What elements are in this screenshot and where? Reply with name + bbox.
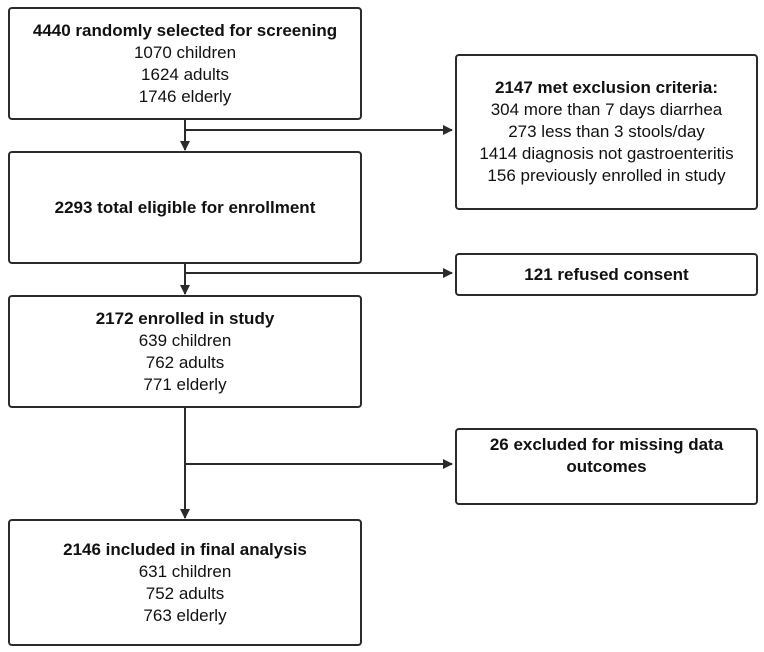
eligible-box: 2293 total eligible for enrollment bbox=[8, 151, 362, 264]
refused-box: 121 refused consent bbox=[455, 253, 758, 296]
screening-box: 4440 randomly selected for screening 107… bbox=[8, 7, 362, 120]
enrolled-title: 2172 enrolled in study bbox=[95, 308, 275, 328]
enrolled-children: 639 children bbox=[138, 330, 232, 350]
eligible-title: 2293 total eligible for enrollment bbox=[54, 197, 316, 217]
screening-adults: 1624 adults bbox=[141, 64, 229, 84]
screening-elderly: 1746 elderly bbox=[138, 86, 232, 106]
enrolled-elderly: 771 elderly bbox=[143, 374, 227, 394]
screening-children: 1070 children bbox=[133, 42, 237, 62]
exclusion-stools: 273 less than 3 stools/day bbox=[508, 122, 705, 141]
exclusion-diarrhea: 304 more than 7 days diarrhea bbox=[490, 100, 723, 119]
screening-title: 4440 randomly selected for screening bbox=[32, 20, 338, 40]
exclusion-previously-enrolled: 156 previously enrolled in study bbox=[487, 166, 726, 185]
enrolled-box: 2172 enrolled in study 639 children 762 … bbox=[8, 295, 362, 408]
final-analysis-box: 2146 included in final analysis 631 chil… bbox=[8, 519, 362, 646]
exclusion-diagnosis: 1414 diagnosis not gastroenteritis bbox=[479, 144, 734, 163]
exclusion-box: 2147 met exclusion criteria: 304 more th… bbox=[455, 54, 758, 210]
missing-data-title: 26 excluded for missing data outcomes bbox=[489, 435, 724, 476]
final-children: 631 children bbox=[138, 561, 232, 581]
missing-data-box: 26 excluded for missing data outcomes bbox=[455, 428, 758, 505]
final-adults: 752 adults bbox=[145, 583, 225, 603]
refused-title: 121 refused consent bbox=[524, 264, 689, 284]
final-elderly: 763 elderly bbox=[143, 605, 227, 625]
final-analysis-title: 2146 included in final analysis bbox=[63, 539, 307, 559]
exclusion-title: 2147 met exclusion criteria: bbox=[494, 78, 718, 97]
enrolled-adults: 762 adults bbox=[145, 352, 225, 372]
